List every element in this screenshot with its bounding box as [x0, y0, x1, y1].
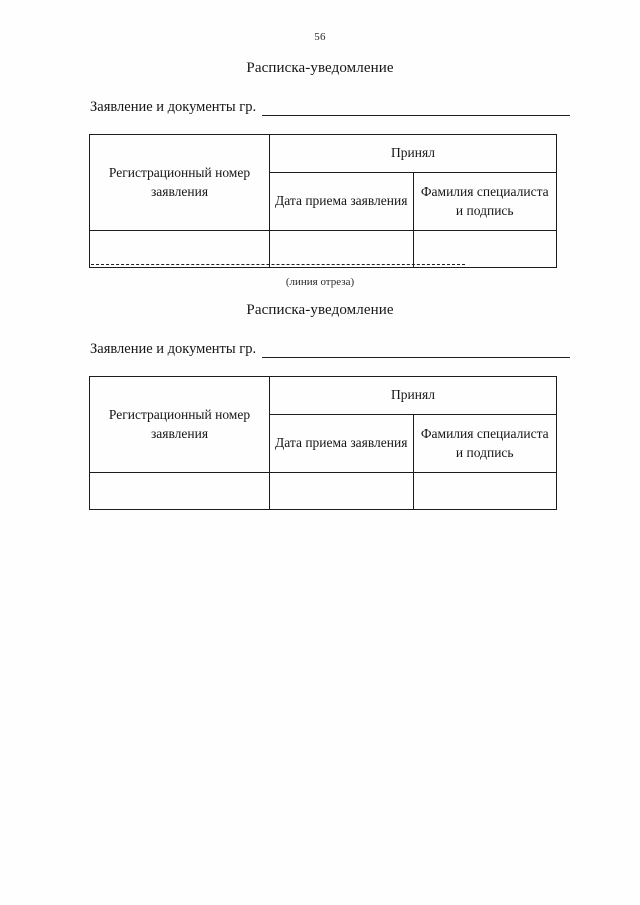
header-specialist-name-signature: Фамилия специалиста и подпись: [412, 172, 557, 231]
cell-specialist-name-signature[interactable]: [412, 230, 557, 268]
cell-specialist-name-signature[interactable]: [412, 472, 557, 510]
header-registration-number: Регистрационный номер заявления: [89, 376, 270, 473]
applicant-blank-field[interactable]: [262, 102, 570, 116]
cut-line-caption: (линия отреза): [285, 276, 355, 288]
cell-registration-number[interactable]: [89, 472, 270, 510]
header-specialist-name-signature: Фамилия специалиста и подпись: [412, 414, 557, 473]
receipt-section-1: Расписка-уведомление Заявление и докумен…: [0, 60, 640, 268]
receipt-table: Регистрационный номер заявления Принял Д…: [89, 376, 557, 510]
table-row: [89, 472, 557, 510]
header-accepted-by: Принял: [269, 376, 557, 415]
page-number: 56: [314, 31, 326, 43]
cell-date-of-acceptance[interactable]: [269, 230, 414, 268]
applicant-blank-field[interactable]: [262, 344, 570, 358]
table-subheader-row: Дата приема заявления Фамилия специалист…: [90, 414, 557, 473]
receipt-title: Расписка-уведомление: [246, 302, 394, 318]
header-registration-number: Регистрационный номер заявления: [89, 134, 270, 231]
cell-registration-number[interactable]: [89, 230, 270, 268]
applicant-line: Заявление и документы гр.: [90, 99, 570, 116]
table-row: [89, 230, 557, 268]
table-header-row: Регистрационный номер заявления Принял: [89, 376, 557, 473]
applicant-line: Заявление и документы гр.: [90, 341, 570, 358]
header-accepted-by: Принял: [269, 134, 557, 173]
receipt-table: Регистрационный номер заявления Принял Д…: [89, 134, 557, 268]
receipt-title: Расписка-уведомление: [246, 60, 394, 76]
table-header-row: Регистрационный номер заявления Принял: [89, 134, 557, 231]
applicant-label: Заявление и документы гр.: [90, 341, 257, 357]
applicant-label: Заявление и документы гр.: [90, 99, 257, 115]
table-subheader-row: Дата приема заявления Фамилия специалист…: [90, 172, 557, 231]
header-date-of-acceptance: Дата приема заявления: [269, 414, 414, 473]
header-date-of-acceptance: Дата приема заявления: [269, 172, 414, 231]
cell-date-of-acceptance[interactable]: [269, 472, 414, 510]
cut-line: [91, 264, 465, 265]
receipt-section-2: Расписка-уведомление Заявление и докумен…: [0, 302, 640, 510]
